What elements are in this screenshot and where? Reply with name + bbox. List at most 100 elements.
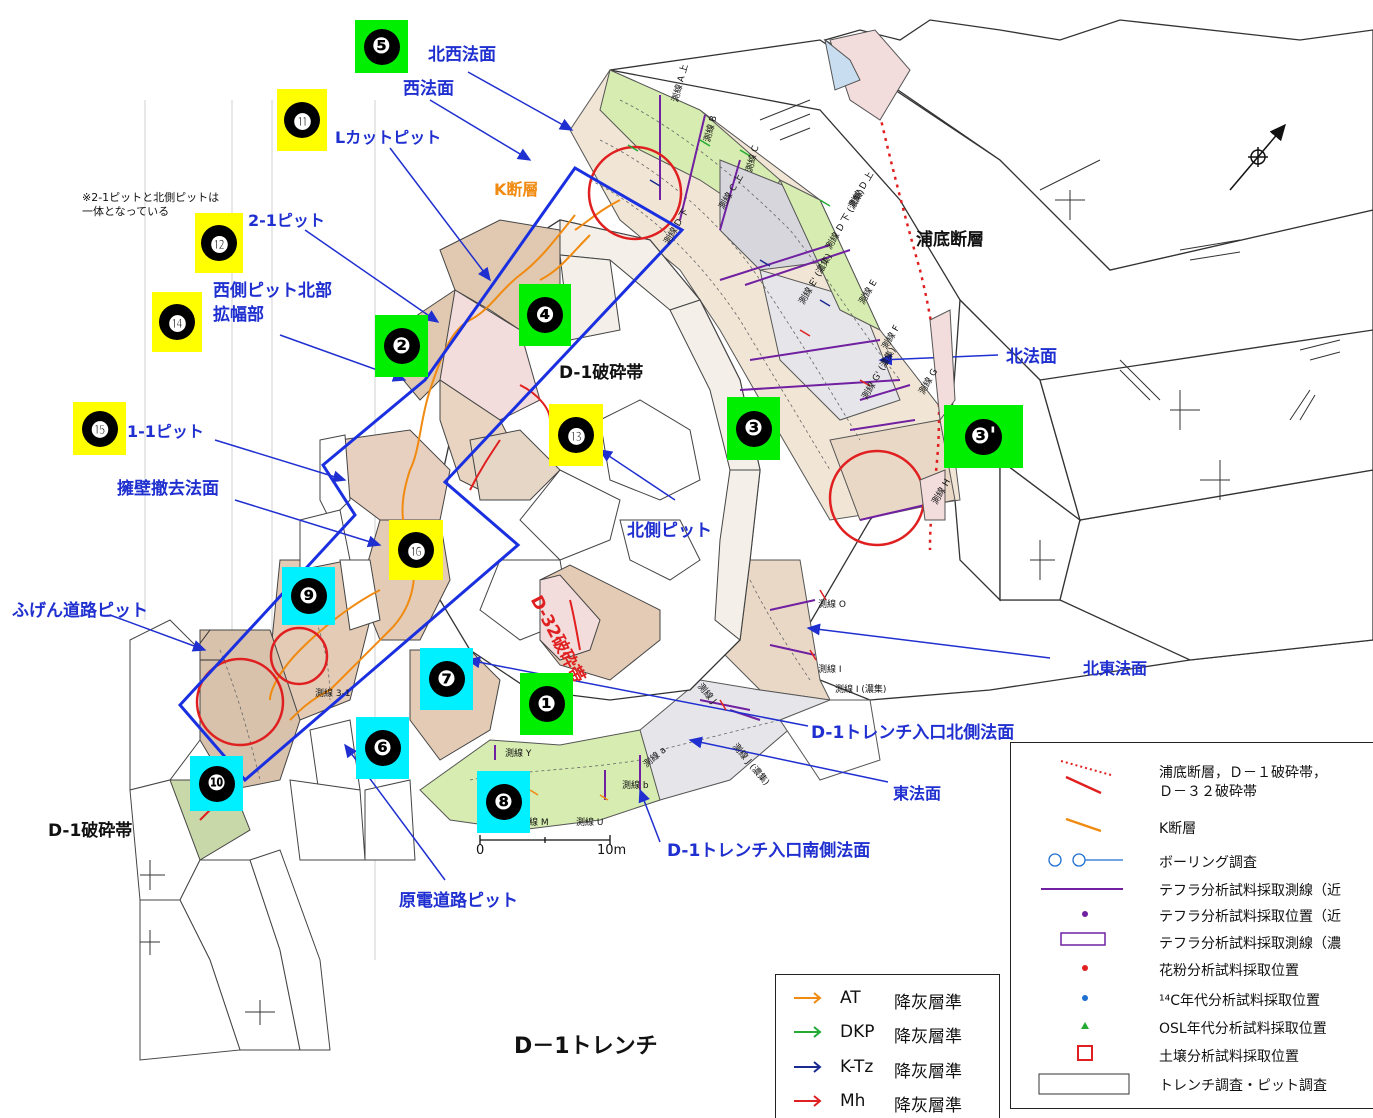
sokusen-label: 測線 b — [622, 781, 649, 791]
badge-number: ⓰ — [398, 532, 434, 568]
ash-legend: AT 降灰層準 DKP 降灰層準 K-Tz 降灰層準 Mh 降灰層準 — [775, 974, 1000, 1118]
badge-number: ⓮ — [159, 304, 195, 340]
legend-k-fault-text: K断層 — [1159, 821, 1197, 837]
badge-11: ⓫ — [277, 89, 327, 151]
kitagawa-pit-label: 北側ピット — [627, 521, 712, 541]
badge-15: ⓯ — [73, 402, 126, 455]
kita-houmen-label: 北法面 — [1006, 347, 1057, 367]
badge-1: ❶ — [520, 673, 573, 735]
badge-3: ❸ — [727, 397, 780, 460]
higashi-houmen-label: 東法面 — [893, 784, 942, 803]
urazoko-label: 浦底断層 — [916, 230, 984, 250]
legend-pollen-text: 花粉分析試料採取位置 — [1159, 963, 1299, 979]
north-arrow-icon — [1229, 123, 1286, 191]
badge-number: ❹ — [527, 297, 563, 333]
youheki-label: 擁壁撤去法面 — [117, 479, 219, 499]
highlight-frame — [177, 166, 685, 783]
legend-trench-text: トレンチ調査・ピット調査 — [1159, 1078, 1327, 1094]
legend-symbols — [1038, 760, 1130, 1095]
hokutou-houmen-label: 北東法面 — [1083, 659, 1148, 678]
west-white-blocks — [129, 434, 416, 1061]
badge-number: ⓯ — [81, 410, 118, 447]
fugen-pit-label: ふげん道路ピット — [12, 601, 148, 621]
nishigawa-pit-label-2: 拡幅部 — [213, 305, 264, 325]
ash-label-dkp: 降灰層準 — [894, 1027, 962, 1047]
ash-code-at: AT — [840, 988, 861, 1008]
sokusen-label: 測線 I — [818, 665, 842, 675]
badge-number: ❻ — [364, 730, 401, 766]
badge-number: ❸' — [964, 418, 1003, 455]
slope-symbols — [759, 99, 1341, 580]
badge-number: ❸ — [735, 410, 772, 447]
legend-tephra-line-text: テフラ分析試料採取測線（近 — [1159, 883, 1341, 899]
badge-13: ⓭ — [549, 404, 603, 466]
badge-16: ⓰ — [389, 520, 443, 580]
outer-structure — [609, 19, 1373, 701]
symbol-legend: 浦底断層，Ｄ－１破砕帯， Ｄ－３２破砕帯 K断層 ボーリング調査 テフラ分析試料… — [1010, 742, 1373, 1109]
badge-number: ⓫ — [284, 102, 320, 138]
legend-soil-text: 土壌分析試料採取位置 — [1159, 1049, 1299, 1065]
badge-number: ❺ — [363, 28, 400, 65]
ash-legend-arrows — [794, 992, 822, 1107]
ash-label-ktz: 降灰層準 — [894, 1062, 962, 1082]
nishigawa-pit-label-1: 西側ピット北部 — [213, 281, 332, 301]
badge-number: ❶ — [528, 686, 565, 722]
ash-label-at: 降灰層準 — [894, 993, 962, 1013]
ash-code-ktz: K-Tz — [840, 1057, 874, 1077]
legend-tephra-rect-text: テフラ分析試料採取測線（濃 — [1159, 936, 1341, 952]
legend-boring-text: ボーリング調査 — [1159, 855, 1257, 871]
sokusen-label: 測線 M — [520, 818, 549, 828]
d1-hasaitai-left-label: D-1破砕帯 — [48, 821, 133, 841]
badge-4: ❹ — [519, 284, 571, 346]
badge-14: ⓮ — [152, 292, 202, 352]
page-title: D－1トレンチ — [514, 1034, 658, 1059]
ash-code-dkp: DKP — [840, 1022, 875, 1042]
badge-number: ❾ — [290, 578, 327, 614]
ash-label-mh: 降灰層準 — [894, 1096, 962, 1116]
d1-trench-minami-label: D-1トレンチ入口南側法面 — [667, 841, 871, 861]
badge-number: ❷ — [383, 328, 420, 364]
legend-osl-text: OSL年代分析試料採取位置 — [1159, 1021, 1327, 1037]
k-fault-lines — [269, 199, 621, 721]
badge-number: ⓬ — [201, 225, 237, 261]
pit-1-1-label: 1-1ピット — [127, 422, 204, 441]
inner-facets — [559, 219, 761, 641]
scale-zero: 0 — [476, 843, 485, 858]
scale-ten: 10m — [597, 843, 627, 858]
badge-2: ❷ — [375, 315, 428, 377]
k-dansou-label: K断層 — [494, 180, 539, 199]
legend-fault-text-1: 浦底断層，Ｄ－１破砕帯， — [1159, 765, 1327, 781]
tephra-lines — [494, 95, 926, 800]
l-cut-pit-label: Lカットピット — [335, 128, 442, 147]
sokusen-label: 測線 O — [818, 600, 846, 610]
note-line-2: 一体となっている — [82, 205, 170, 218]
ash-marker-arrows — [529, 139, 871, 801]
scale-bar — [479, 835, 611, 845]
red-circles — [195, 145, 926, 747]
badge-9: ❾ — [282, 567, 335, 625]
d32-block — [539, 564, 661, 681]
sokusen-label: 測線 Y — [505, 749, 532, 759]
pit-2-1-label: 2-1ピット — [248, 211, 325, 230]
d1-hasaitai-center-label: D-1破砕帯 — [559, 363, 644, 383]
urazoko-block — [824, 29, 956, 521]
hokusei-houmen-label: 北西法面 — [428, 45, 496, 65]
nishi-houmen-label: 西法面 — [403, 79, 454, 99]
legend-fault-text-2: Ｄ－３２破砕帯 — [1159, 784, 1257, 800]
genden-pit-label: 原電道路ピット — [399, 891, 518, 911]
legend-tephra-dot-text: テフラ分析試料採取位置（近 — [1159, 909, 1341, 925]
badge-8: ❽ — [477, 771, 530, 833]
badge-5: ❺ — [355, 20, 408, 73]
badge-number: ⓭ — [558, 417, 594, 453]
badge-6: ❻ — [356, 717, 409, 779]
badge-12: ⓬ — [195, 213, 243, 273]
sokusen-label: 測線 U — [576, 818, 604, 828]
sokusen-label: 測線 I (濃集) — [835, 685, 887, 695]
badge-number: ❽ — [485, 784, 522, 820]
note-line-1: ※2-1ピットと北側ピットは — [82, 191, 220, 204]
d1-trench-kita-label: D-1トレンチ入口北側法面 — [811, 723, 1015, 743]
badge-7: ❼ — [420, 648, 473, 710]
badge-number: ❿ — [198, 765, 235, 802]
